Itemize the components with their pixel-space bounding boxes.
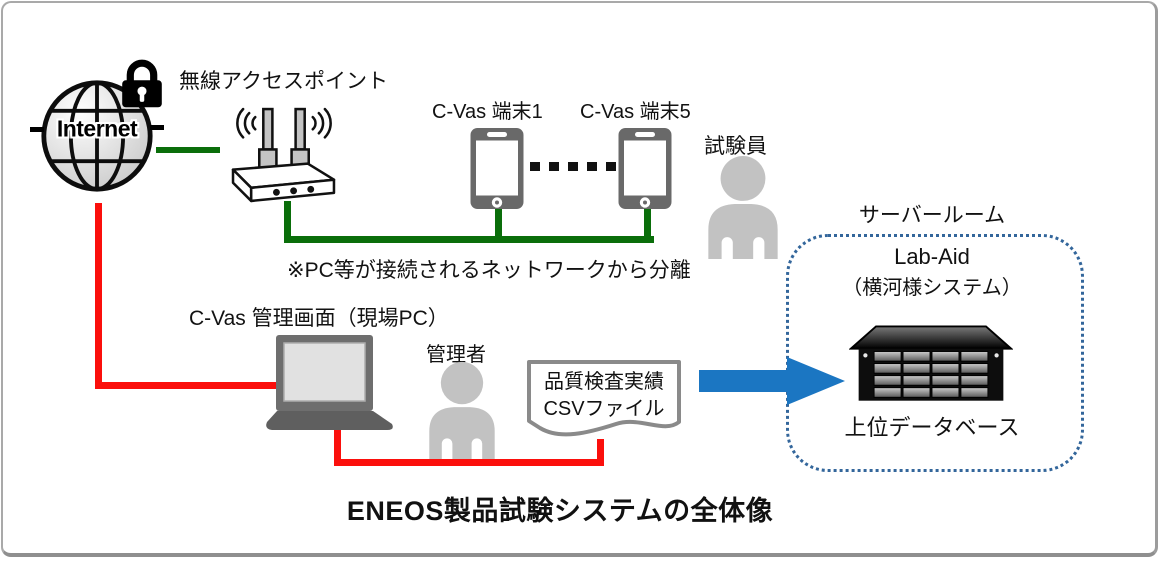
smartphone1-icon <box>469 126 525 211</box>
server-rack-icon <box>848 325 1014 405</box>
server-room-label: サーバールーム <box>858 204 1006 227</box>
admin-person-icon <box>423 359 501 459</box>
green-line-terminal1-drop <box>495 208 502 240</box>
padlock-icon <box>115 56 169 110</box>
diagram-caption: ENEOS製品試験システムの全体像 <box>346 496 774 526</box>
internet-left-tick <box>30 127 44 132</box>
red-line-to-laptop <box>95 382 288 389</box>
csv-file-label-line1: 品質検査実績 <box>544 371 664 393</box>
labaid-system-name: Lab-Aid <box>894 244 970 269</box>
tester-person-icon <box>701 153 785 259</box>
admin-label: 管理者 <box>426 344 486 366</box>
laptop-icon <box>263 333 395 431</box>
management-pc-label: C-Vas 管理画面（現場PC） <box>189 307 449 330</box>
tester-label: 試験員 <box>704 135 767 158</box>
upper-database-label: 上位データベース <box>844 415 1020 440</box>
csv-file-icon <box>526 359 682 445</box>
red-line-laptop-drop <box>334 424 341 466</box>
wireless-router-icon <box>231 107 337 203</box>
cvas-terminal1-label: C-Vas 端末1 <box>432 101 543 123</box>
csv-file-label: 品質検査実績 CSVファイル <box>526 369 682 423</box>
labaid-system-owner: （横河様システム） <box>842 277 1022 299</box>
smartphone5-icon <box>617 126 673 211</box>
network-separation-note: ※PC等が接続されるネットワークから分離 <box>287 259 691 282</box>
data-transfer-arrow-icon <box>699 357 845 405</box>
terminal-sync-dotted-line <box>530 162 616 171</box>
red-line-internet-down <box>95 203 102 389</box>
green-line-ap-drop <box>284 201 291 243</box>
red-line-laptop-to-csv <box>334 459 604 466</box>
cvas-terminal5-label: C-Vas 端末5 <box>580 101 691 123</box>
wireless-access-point-label: 無線アクセスポイント <box>179 70 388 93</box>
internet-globe-icon: Internet <box>39 75 155 197</box>
green-line-internet-to-ap <box>156 147 220 153</box>
internet-label: Internet <box>56 115 138 142</box>
csv-file-label-line2: CSVファイル <box>543 398 665 420</box>
red-line-csv-riser <box>597 439 604 465</box>
internet-right-tick <box>150 125 164 130</box>
green-line-terminal5-drop <box>644 208 651 240</box>
green-line-isolated-network-bus <box>284 236 654 243</box>
server-room-boundary <box>786 234 1084 472</box>
